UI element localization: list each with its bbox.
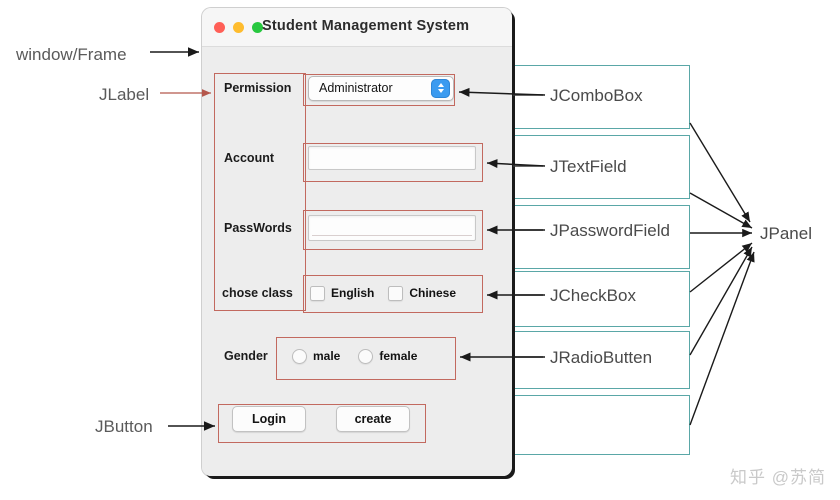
chevron-updown-icon[interactable]: [431, 78, 450, 98]
label-account: Account: [224, 151, 274, 165]
watermark: 知乎 @苏简: [730, 468, 826, 487]
annotation-jradiobutton: JRadioButten: [550, 348, 653, 367]
annotation-jcombobox: JComboBox: [550, 86, 643, 105]
jcombobox-highlight-box: [303, 74, 455, 106]
jcheckbox-highlight-box: [303, 275, 483, 313]
jpasswordfield-highlight-box: [303, 210, 483, 250]
annotation-window-frame: window/Frame: [16, 45, 127, 64]
app-window: Student Management System Permission Adm…: [202, 8, 512, 476]
checkbox-icon[interactable]: [310, 285, 325, 301]
close-icon[interactable]: [214, 22, 225, 33]
traffic-lights: [214, 22, 263, 33]
window-title: Student Management System: [262, 18, 470, 34]
checkbox-icon[interactable]: [388, 285, 404, 301]
jradiobutton-highlight-box: [276, 337, 456, 380]
password-input[interactable]: [308, 215, 476, 241]
annotation-jcheckbox: JCheckBox: [550, 286, 636, 305]
annotation-jpasswordfield: JPasswordField: [550, 221, 670, 240]
radio-female-label: female: [379, 349, 418, 363]
maximize-icon[interactable]: [252, 22, 263, 33]
login-button[interactable]: Login: [232, 406, 306, 432]
radio-female[interactable]: female: [358, 348, 418, 364]
annotation-jtextfield: JTextField: [550, 157, 627, 176]
window-titlebar: Student Management System: [202, 8, 512, 47]
checkbox-english-label: English: [331, 286, 375, 300]
checkbox-chinese[interactable]: Chinese: [388, 285, 457, 301]
label-permission: Permission: [224, 81, 292, 95]
jlabel-highlight-box: [214, 73, 306, 311]
permission-combobox[interactable]: Administrator: [308, 75, 454, 101]
radio-icon[interactable]: [358, 348, 374, 364]
jbutton-highlight-box: [218, 404, 426, 443]
combobox-value: Administrator: [319, 81, 393, 95]
radio-male-label: male: [313, 349, 341, 363]
form-row-gender: Gender male female: [202, 335, 512, 377]
label-passwords: PassWords: [224, 221, 292, 235]
label-chose-class: chose class: [222, 286, 293, 300]
form-row-buttons: Login create: [202, 399, 512, 439]
class-checkbox-group: English Chinese: [310, 285, 457, 301]
annotation-jpanel: JPanel: [760, 224, 812, 243]
checkbox-english[interactable]: English: [310, 285, 375, 301]
form-row-permission: Permission Administrator: [202, 65, 512, 111]
minimize-icon[interactable]: [233, 22, 244, 33]
gender-radio-group: male female: [292, 348, 418, 364]
create-button[interactable]: create: [336, 406, 410, 432]
radio-male[interactable]: male: [292, 348, 341, 364]
form-row-passwords: PassWords: [202, 205, 512, 251]
annotation-jbutton: JButton: [95, 417, 153, 436]
radio-icon[interactable]: [292, 348, 307, 364]
checkbox-chinese-label: Chinese: [409, 286, 457, 300]
account-input[interactable]: [308, 146, 476, 170]
label-gender: Gender: [224, 349, 268, 363]
jtextfield-highlight-box: [303, 143, 483, 182]
form-row-account: Account: [202, 135, 512, 181]
form-row-chose-class: chose class English Chinese: [202, 273, 512, 313]
annotation-jlabel: JLabel: [99, 85, 150, 104]
